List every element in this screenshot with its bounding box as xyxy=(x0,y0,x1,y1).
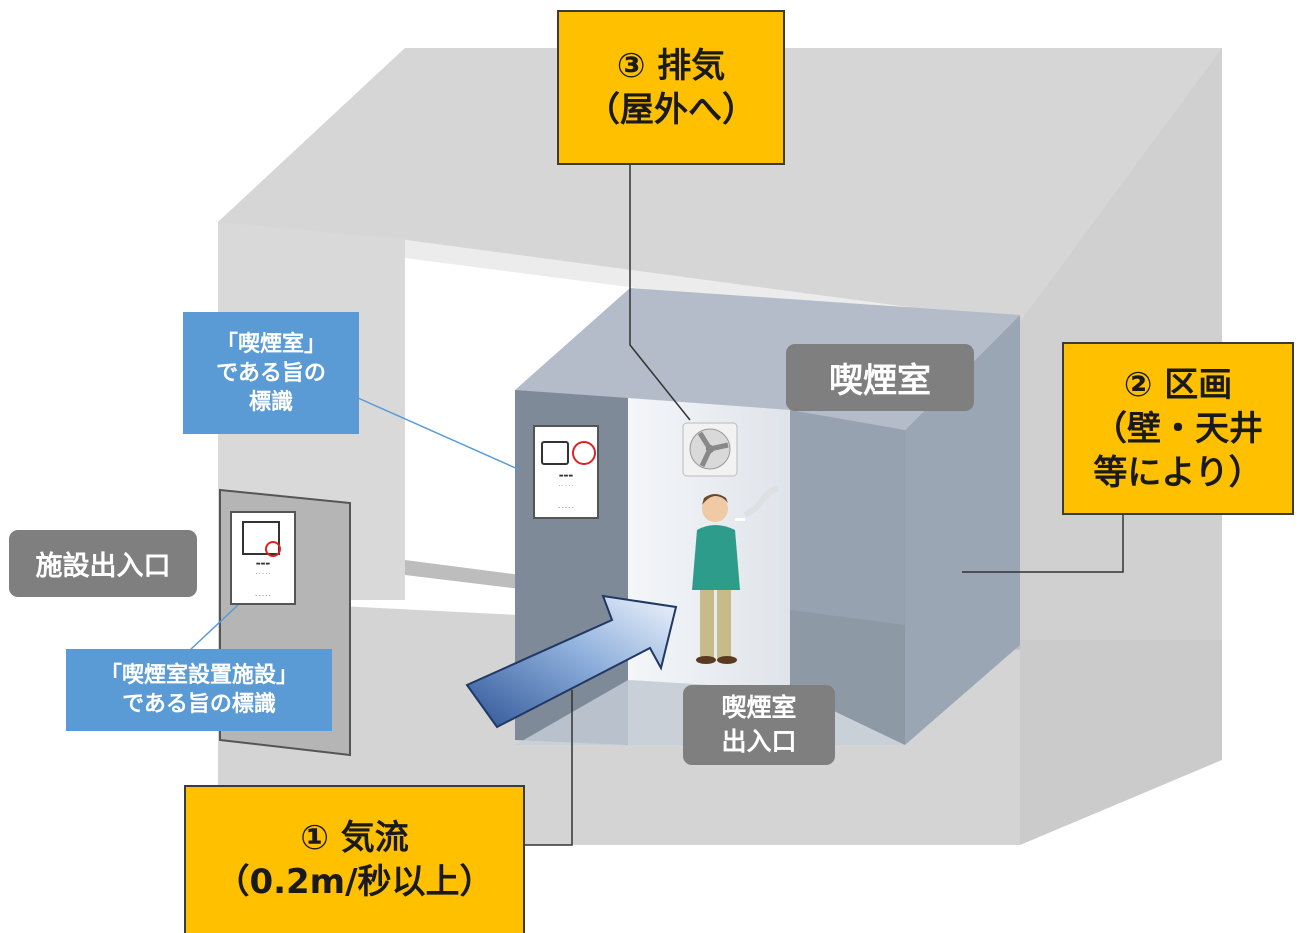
sign-room-line-2: である旨の xyxy=(216,360,326,386)
exhaust-callout: ③ 排気 （屋外へ） xyxy=(557,10,785,165)
partition-subtitle-2: 等により） xyxy=(1093,452,1263,493)
facility-entrance-label: 施設出入口 xyxy=(9,530,197,597)
exhaust-fan-icon xyxy=(682,422,738,477)
smoking-icon xyxy=(541,441,569,465)
airflow-arrow-icon xyxy=(465,594,678,729)
partition-subtitle-1: （壁・天井 xyxy=(1093,408,1263,449)
sign-room-line-3: 標識 xyxy=(248,389,293,415)
no-smoking-icon xyxy=(265,541,281,557)
exhaust-title: ③ 排気 xyxy=(616,45,726,86)
smoking-room-label: 喫煙室 xyxy=(786,344,974,411)
facility-sign: ▬▬▬ · · · · · - - - - - xyxy=(230,511,296,605)
smoking-person-icon xyxy=(692,494,745,664)
no-smoking-icon xyxy=(572,441,596,465)
partition-title: ② 区画 xyxy=(1123,364,1233,405)
room-entrance-line-2: 出入口 xyxy=(721,727,797,756)
sign-room-line-1: 「喫煙室」 xyxy=(215,331,326,357)
smoke-wisp xyxy=(743,485,780,518)
sign-facility-line-2: である旨の標識 xyxy=(122,692,276,717)
connector-lines xyxy=(189,165,1124,846)
smoking-icon xyxy=(242,521,280,555)
exhaust-subtitle: （屋外へ） xyxy=(586,89,756,130)
smoking-room-label-text: 喫煙室 xyxy=(829,361,931,401)
facility-sign-label: 「喫煙室設置施設」 である旨の標識 xyxy=(66,649,332,731)
facility-entrance-text: 施設出入口 xyxy=(35,551,171,582)
airflow-subtitle: （0.2m/秒以上） xyxy=(215,862,494,902)
smoking-room-sign: ▬▬▬ · · · · · - - - - - xyxy=(533,425,599,519)
partition-callout: ② 区画 （壁・天井 等により） xyxy=(1062,342,1294,515)
smoking-room-sign-label: 「喫煙室」 である旨の 標識 xyxy=(183,312,359,434)
airflow-callout: ① 気流 （0.2m/秒以上） xyxy=(184,785,525,933)
room-entrance-label: 喫煙室 出入口 xyxy=(683,685,835,765)
airflow-title: ① 気流 xyxy=(300,818,409,858)
room-entrance-line-1: 喫煙室 xyxy=(721,693,797,722)
sign-facility-line-1: 「喫煙室設置施設」 xyxy=(99,663,298,688)
